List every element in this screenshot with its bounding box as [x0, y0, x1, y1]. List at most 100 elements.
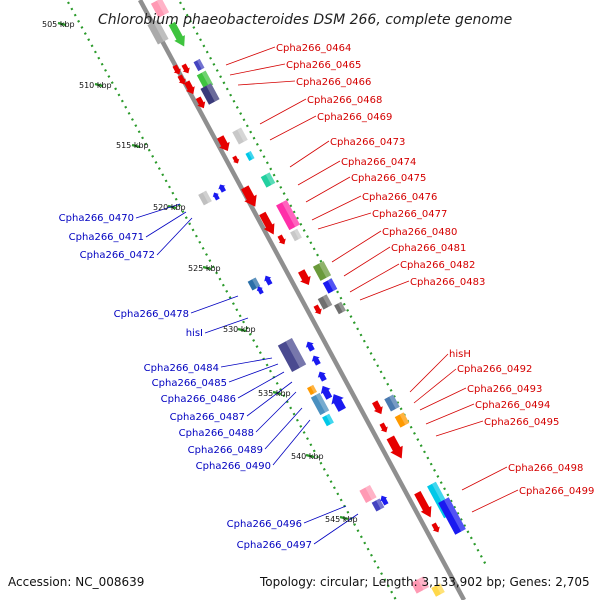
gene-feature[interactable] — [317, 294, 333, 310]
gene-label-cpha266-0487[interactable]: Cpha266_0487 — [170, 412, 245, 423]
gene-label-cpha266-0469[interactable]: Cpha266_0469 — [317, 112, 392, 123]
forward-gene-feature[interactable] — [430, 522, 442, 535]
forward-gene-feature[interactable] — [231, 155, 241, 165]
gene-label-cpha266-0483[interactable]: Cpha266_0483 — [410, 277, 485, 288]
gene-label-cpha266-0481[interactable]: Cpha266_0481 — [391, 243, 466, 254]
gene-feature[interactable] — [247, 277, 261, 291]
gene-label-hisi[interactable]: hisI — [186, 328, 203, 339]
gene-label-cpha266-0465[interactable]: Cpha266_0465 — [286, 60, 361, 71]
reverse-leader-line — [313, 513, 359, 545]
forward-gene-feature[interactable] — [296, 268, 314, 288]
gene-label-cpha266-0484[interactable]: Cpha266_0484 — [144, 363, 219, 374]
gene-label-cpha266-0498[interactable]: Cpha266_0498 — [508, 463, 583, 474]
reverse-gene-feature[interactable] — [310, 353, 323, 366]
gene-label-cpha266-0492[interactable]: Cpha266_0492 — [457, 364, 532, 375]
gene-label-cpha266-0486[interactable]: Cpha266_0486 — [161, 394, 236, 405]
forward-gene-feature[interactable] — [384, 434, 408, 462]
gene-feature[interactable] — [245, 151, 255, 161]
reverse-leader-line — [190, 295, 239, 314]
gene-label-cpha266-0482[interactable]: Cpha266_0482 — [400, 260, 475, 271]
gene-label-cpha266-0471[interactable]: Cpha266_0471 — [69, 232, 144, 243]
gene-label-cpha266-0488[interactable]: Cpha266_0488 — [179, 428, 254, 439]
gene-label-cpha266-0468[interactable]: Cpha266_0468 — [307, 95, 382, 106]
gene-label-cpha266-0472[interactable]: Cpha266_0472 — [80, 250, 155, 261]
tick-marks — [57, 21, 349, 521]
reverse-gene-feature[interactable] — [211, 191, 221, 201]
gene-feature[interactable] — [359, 484, 377, 504]
forward-gene-feature[interactable] — [312, 304, 324, 317]
reverse-gene-feature[interactable] — [304, 339, 317, 352]
reverse-gene-feature[interactable] — [318, 383, 334, 401]
gene-label-cpha266-0464[interactable]: Cpha266_0464 — [276, 43, 351, 54]
gene-feature[interactable] — [384, 394, 400, 412]
forward-leader-line — [289, 140, 330, 168]
reverse-gene-feature[interactable] — [217, 183, 228, 194]
forward-gene-feature[interactable] — [257, 211, 279, 238]
forward-gene-feature[interactable] — [194, 96, 208, 111]
tick-mark — [305, 453, 315, 459]
accession-text: Accession: NC_008639 — [8, 575, 144, 589]
forward-leader-line — [269, 115, 317, 141]
gene-label-cpha266-0493[interactable]: Cpha266_0493 — [467, 384, 542, 395]
forward-gene-feature[interactable] — [167, 21, 190, 50]
gene-feature[interactable] — [193, 58, 205, 72]
gene-feature[interactable] — [431, 583, 445, 597]
gene-label-cpha266-0475[interactable]: Cpha266_0475 — [351, 173, 426, 184]
gene-label-cpha266-0494[interactable]: Cpha266_0494 — [475, 400, 550, 411]
gene-feature[interactable] — [198, 190, 212, 206]
forward-gene-feature[interactable] — [239, 184, 262, 210]
gene-feature[interactable] — [232, 127, 248, 145]
gene-label-cpha266-0474[interactable]: Cpha266_0474 — [341, 157, 416, 168]
gene-feature[interactable] — [260, 172, 276, 188]
gene-feature[interactable] — [200, 83, 220, 105]
gene-label-cpha266-0466[interactable]: Cpha266_0466 — [296, 77, 371, 88]
gene-feature[interactable] — [438, 497, 466, 535]
forward-gene-feature[interactable] — [215, 134, 233, 154]
forward-leader-line — [317, 212, 372, 230]
gene-feature[interactable] — [410, 576, 430, 594]
gene-feature[interactable] — [310, 392, 330, 416]
reverse-gene-feature[interactable] — [262, 274, 274, 287]
reverse-gene-feature[interactable] — [378, 494, 390, 507]
forward-gene-feature[interactable] — [276, 234, 288, 247]
gene-feature[interactable] — [277, 338, 307, 372]
gene-feature[interactable] — [371, 498, 385, 512]
forward-gene-feature[interactable] — [182, 79, 197, 96]
gene-feature[interactable] — [307, 384, 317, 396]
gene-label-cpha266-0485[interactable]: Cpha266_0485 — [152, 378, 227, 389]
gene-feature[interactable] — [290, 228, 302, 242]
gene-feature[interactable] — [334, 301, 346, 315]
gene-feature[interactable] — [147, 19, 169, 45]
gene-label-cpha266-0497[interactable]: Cpha266_0497 — [237, 540, 312, 551]
reverse-gene-feature[interactable] — [316, 369, 329, 382]
gene-label-cpha266-0478[interactable]: Cpha266_0478 — [114, 309, 189, 320]
gene-feature[interactable] — [312, 261, 332, 281]
gene-feature[interactable] — [322, 278, 338, 294]
gene-label-cpha266-0496[interactable]: Cpha266_0496 — [227, 519, 302, 530]
gene-label-cpha266-0480[interactable]: Cpha266_0480 — [382, 227, 457, 238]
gene-label-cpha266-0477[interactable]: Cpha266_0477 — [372, 209, 447, 220]
gene-label-cpha266-0476[interactable]: Cpha266_0476 — [362, 192, 437, 203]
forward-leader-line — [419, 387, 467, 411]
forward-gene-feature[interactable] — [171, 64, 183, 77]
reverse-gene-labels: Cpha266_0470 Cpha266_0471 Cpha266_0472 C… — [59, 213, 312, 551]
forward-gene-feature[interactable] — [176, 74, 188, 87]
gene-label-cpha266-0495[interactable]: Cpha266_0495 — [484, 417, 559, 428]
forward-gene-feature[interactable] — [180, 63, 192, 76]
gene-feature[interactable] — [394, 412, 410, 428]
forward-gene-feature[interactable] — [370, 399, 385, 416]
gene-label-cpha266-0490[interactable]: Cpha266_0490 — [196, 461, 271, 472]
gene-feature[interactable] — [150, 0, 170, 18]
gene-label-cpha266-0470[interactable]: Cpha266_0470 — [59, 213, 134, 224]
gene-label-cpha266-0489[interactable]: Cpha266_0489 — [188, 445, 263, 456]
gene-label-cpha266-0473[interactable]: Cpha266_0473 — [330, 137, 405, 148]
forward-gene-feature[interactable] — [378, 422, 390, 435]
reverse-gene-feature[interactable] — [328, 391, 349, 413]
reverse-gene-feature[interactable] — [255, 285, 265, 295]
gene-label-cpha266-0499[interactable]: Cpha266_0499 — [519, 486, 594, 497]
gene-feature[interactable] — [276, 199, 300, 231]
gene-feature[interactable] — [322, 413, 334, 427]
forward-gene-feature[interactable] — [412, 490, 436, 520]
gene-label-hish[interactable]: hisH — [449, 349, 471, 360]
